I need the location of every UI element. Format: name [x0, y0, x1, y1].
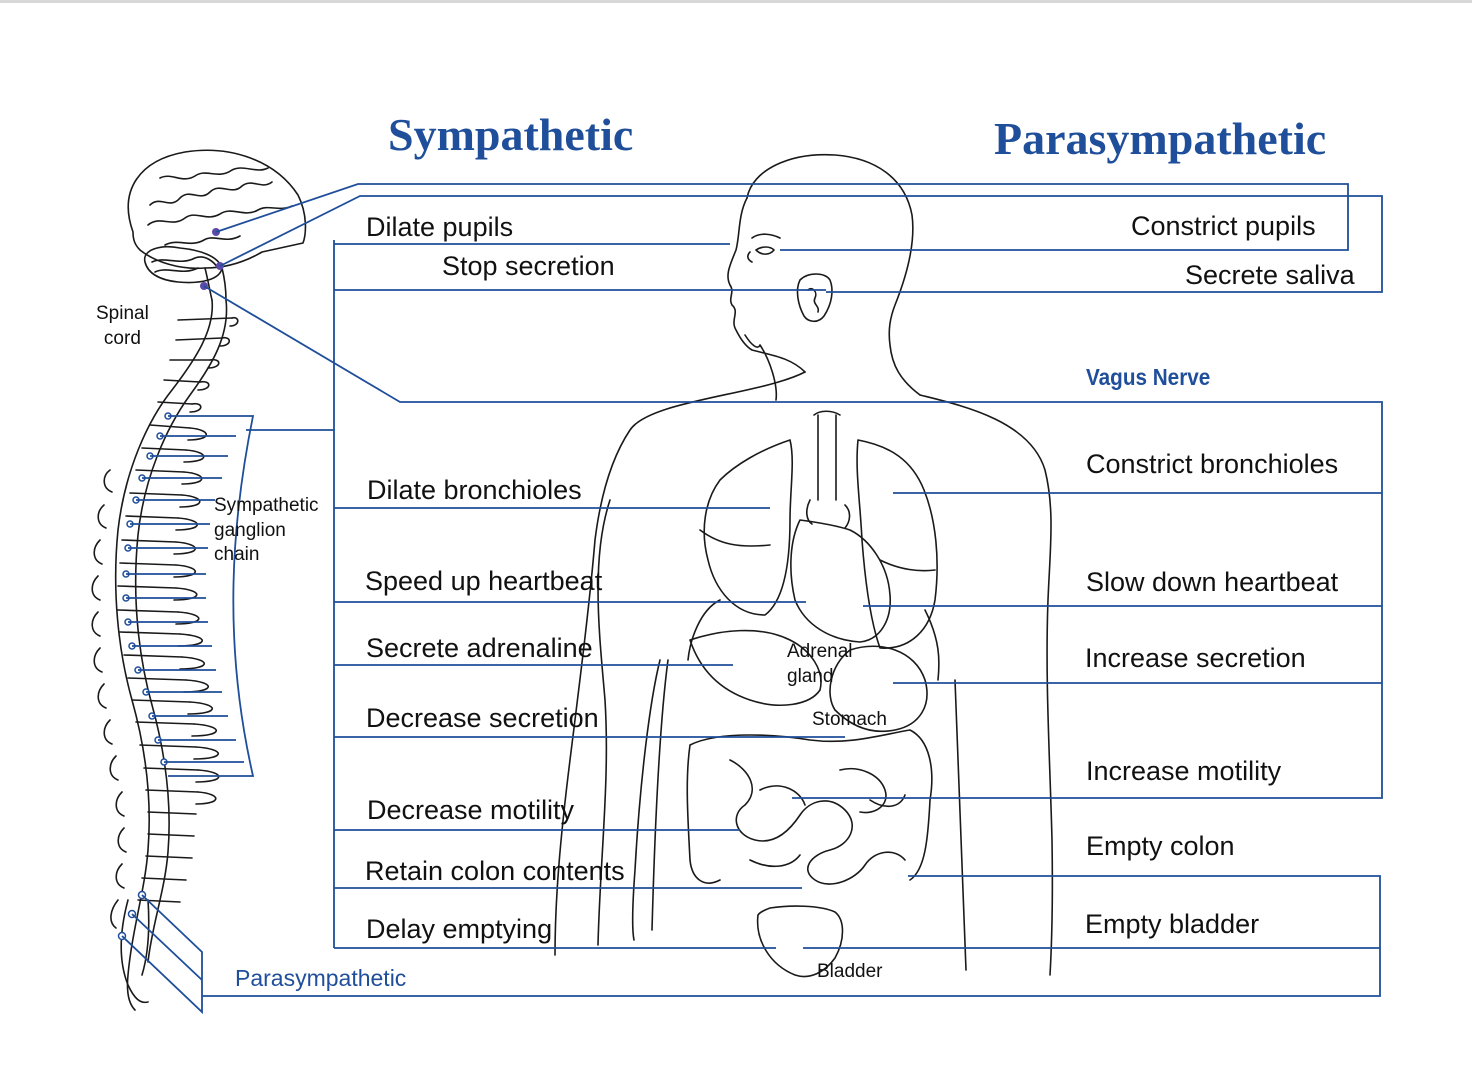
- symp-effect-secrete-adrenaline: Secrete adrenaline: [366, 633, 593, 663]
- stomach-label: Stomach: [812, 709, 887, 730]
- sacral-parasympathetic-label: Parasympathetic: [235, 965, 407, 991]
- bladder-label: Bladder: [817, 961, 883, 982]
- spinal-column-front: [114, 299, 214, 1011]
- symp-effect-dilate-bronchioles: Dilate bronchioles: [367, 475, 582, 505]
- symp-effect-decrease-motility: Decrease motility: [367, 795, 575, 825]
- top-border: [0, 0, 1472, 3]
- brain-gyri: [147, 167, 293, 246]
- ganglion-chain-label: Sympathetic ganglion chain: [214, 495, 319, 566]
- bladder: [756, 905, 844, 978]
- para-effect-slow-heartbeat: Slow down heartbeat: [1086, 567, 1339, 597]
- stomach: [829, 645, 928, 733]
- cranial-nerve-2: [219, 195, 1383, 293]
- cerebellum: [144, 246, 223, 284]
- sacrum: [120, 899, 150, 1004]
- vagus-nerve-label: Vagus Nerve: [1086, 364, 1211, 390]
- heart: [790, 499, 891, 643]
- brainstem: [204, 267, 227, 301]
- body-arms: [597, 499, 967, 971]
- para-effect-increase-motility: Increase motility: [1086, 756, 1282, 786]
- nerve-pathways: [121, 183, 1383, 1015]
- para-effect-secrete-saliva: Secrete saliva: [1185, 260, 1355, 290]
- para-effect-constrict-bronchioles: Constrict bronchioles: [1086, 449, 1339, 479]
- symp-effect-speed-heartbeat: Speed up heartbeat: [365, 566, 603, 596]
- sympathetic-bus: [246, 240, 826, 948]
- liver: [689, 629, 822, 706]
- para-effect-increase-secretion: Increase secretion: [1085, 643, 1306, 673]
- trachea: [813, 410, 841, 501]
- para-effect-empty-bladder: Empty bladder: [1085, 909, 1260, 939]
- lung-left: [703, 439, 794, 616]
- adrenal-gland-label: Adrenal gland: [787, 641, 853, 687]
- small-intestine: [729, 759, 906, 885]
- symp-effect-delay-emptying: Delay emptying: [366, 914, 553, 944]
- lung-lobes: [687, 529, 940, 681]
- ganglion-rungs: [126, 435, 244, 763]
- lung-right: [856, 439, 938, 649]
- large-intestine: [686, 729, 933, 884]
- cranial-nerve-1: [215, 183, 1349, 251]
- vertebrae: [117, 317, 233, 903]
- para-effect-empty-colon: Empty colon: [1086, 831, 1235, 861]
- symp-effect-retain-colon: Retain colon contents: [365, 856, 625, 886]
- symp-effect-dilate-pupils: Dilate pupils: [366, 212, 514, 242]
- brain-outline: [127, 149, 307, 270]
- vertebral-bodies: [91, 469, 127, 929]
- parasympathetic-title: Parasympathetic: [994, 113, 1327, 164]
- symp-effect-stop-secretion: Stop secretion: [442, 251, 615, 281]
- spinal-cord-label: Spinal cord: [96, 303, 149, 349]
- ganglion-chain-box: [168, 415, 255, 777]
- body-eye: [747, 233, 781, 263]
- sympathetic-title: Sympathetic: [388, 109, 634, 160]
- spinal-column-back: [134, 299, 228, 963]
- body-crown: [746, 153, 921, 396]
- body-ear: [796, 273, 833, 323]
- body-head: [727, 197, 806, 401]
- symp-effect-decrease-secretion: Decrease secretion: [366, 703, 599, 733]
- body-shoulders: [554, 371, 1054, 976]
- para-effect-constrict-pupils: Constrict pupils: [1131, 211, 1316, 241]
- sacral-parasym: [121, 875, 1381, 1015]
